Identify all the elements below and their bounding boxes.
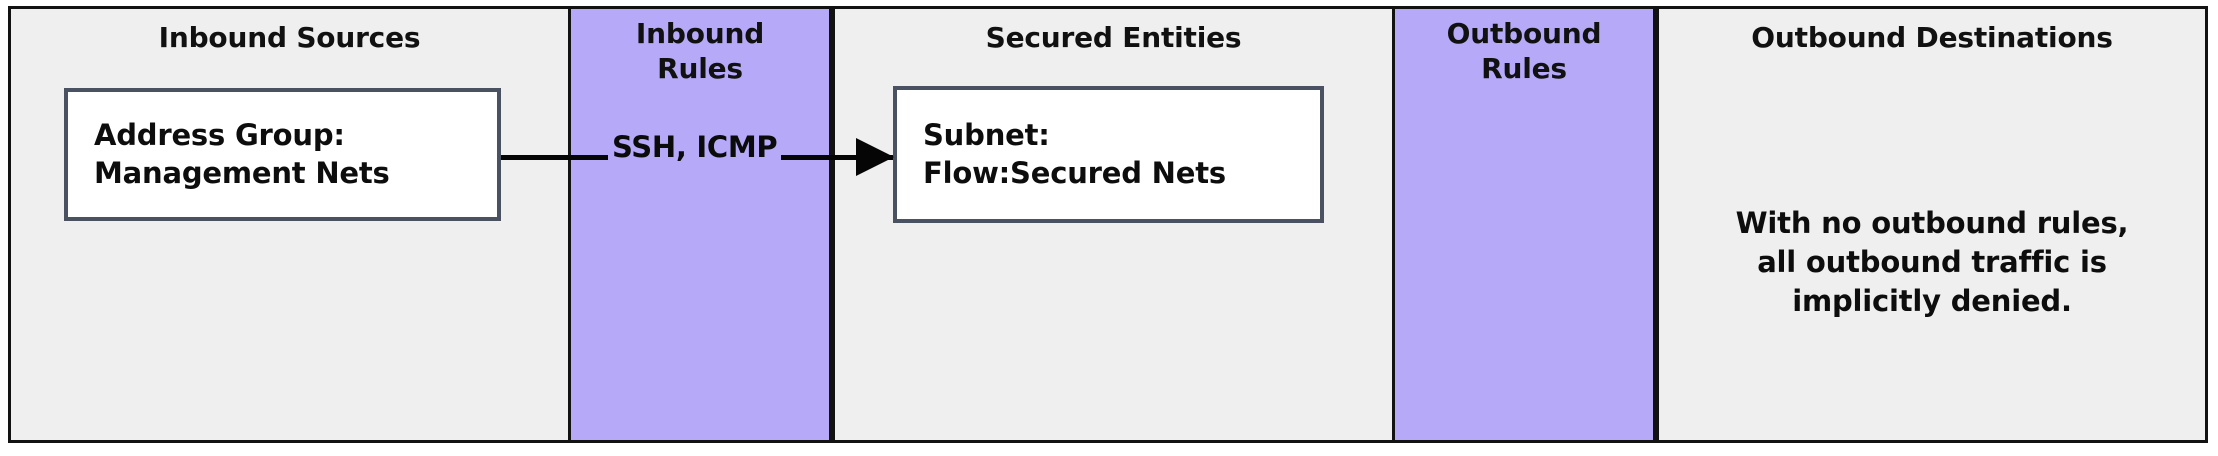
lane-title-inbound-sources: Inbound Sources: [158, 21, 421, 54]
node-subnet[interactable]: Subnet: Flow:Secured Nets: [893, 86, 1324, 223]
lane-outbound-rules: Outbound Rules: [1392, 6, 1656, 443]
outbound-implicit-deny-note: With no outbound rules, all outbound tra…: [1735, 206, 2129, 318]
swimlane-frame: Inbound Sources Inbound Rules Secured En…: [8, 6, 2208, 443]
lane-inbound-sources: Inbound Sources: [11, 9, 568, 440]
lane-inbound-rules: Inbound Rules: [568, 6, 832, 443]
lane-title-inbound-rules: Inbound Rules: [635, 17, 765, 85]
arrow-head-icon: [856, 138, 894, 176]
node-address-group[interactable]: Address Group: Management Nets: [64, 88, 501, 221]
node-subnet-label: Subnet: Flow:Secured Nets: [923, 117, 1226, 190]
lane-secured-entities: Secured Entities: [832, 9, 1392, 440]
edge-inbound-label: SSH, ICMP: [608, 133, 782, 162]
lane-outbound-destinations: Outbound Destinations With no outbound r…: [1656, 9, 2205, 440]
node-address-group-label: Address Group: Management Nets: [94, 117, 390, 190]
lane-title-secured-entities: Secured Entities: [985, 21, 1242, 54]
lane-title-outbound-destinations: Outbound Destinations: [1751, 21, 2113, 54]
lane-title-outbound-rules: Outbound Rules: [1446, 17, 1602, 85]
